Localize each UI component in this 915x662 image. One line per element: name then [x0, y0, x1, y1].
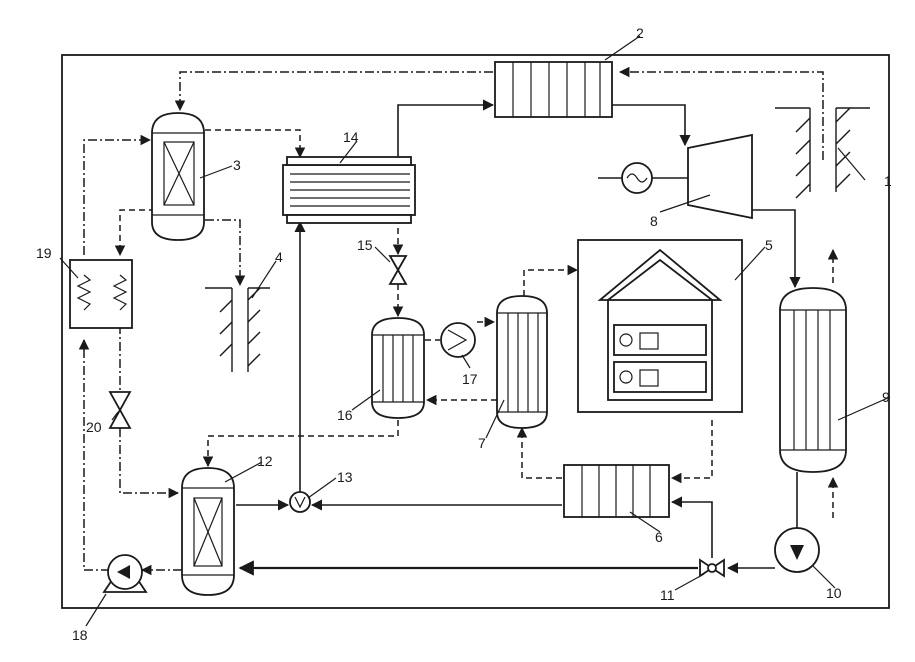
flow-valve20-to-reactor12 — [120, 428, 178, 493]
coil-heat-exchanger-19 — [70, 260, 132, 328]
heat-exchanger-2 — [495, 62, 612, 117]
flow-hx7-to-building5 — [524, 270, 577, 296]
vessel-16 — [372, 318, 424, 418]
label-5: 5 — [765, 237, 773, 253]
heat-exchanger-6 — [564, 465, 669, 517]
flow-turbine8-to-vessel9 — [752, 210, 795, 287]
flow-valve11-to-hx6 — [672, 502, 712, 558]
label-13: 13 — [337, 469, 353, 485]
label-14: 14 — [343, 129, 359, 145]
flow-hx6-to-hx7 — [522, 428, 562, 478]
generator-icon — [622, 163, 652, 193]
reactor-3 — [152, 113, 204, 240]
label-18: 18 — [72, 627, 88, 643]
turbine-8 — [688, 135, 752, 218]
flow-reactor3-to-hx14 — [205, 130, 300, 157]
flow-hx19-to-reactor3 — [84, 140, 150, 255]
flow-hx2-to-turbine8 — [612, 105, 685, 145]
flow-reactor3-to-well4 — [205, 220, 240, 285]
label-7: 7 — [478, 435, 486, 451]
label-17: 17 — [462, 371, 478, 387]
valve-20 — [110, 392, 130, 428]
label-8: 8 — [650, 213, 658, 229]
label-15: 15 — [357, 237, 373, 253]
label-19: 19 — [36, 245, 52, 261]
flow-hx14-to-hx2 — [398, 105, 493, 160]
vessel-9 — [780, 288, 846, 472]
label-20: 20 — [86, 419, 102, 435]
label-4: 4 — [275, 249, 283, 265]
label-1: 1 — [884, 173, 892, 189]
vessel-7 — [497, 296, 547, 428]
flow-hx16-to-reactor12 — [208, 420, 398, 466]
label-9: 9 — [882, 389, 890, 405]
label-3: 3 — [233, 157, 241, 173]
flow-pump18-to-hx19 — [84, 340, 110, 570]
label-12: 12 — [257, 453, 273, 469]
reactor-12 — [182, 468, 234, 595]
pump-18 — [104, 555, 146, 592]
flow-building5-to-hx6 — [672, 420, 712, 478]
pump-17 — [441, 323, 475, 357]
label-10: 10 — [826, 585, 842, 601]
well-4 — [205, 288, 270, 372]
label-11: 11 — [660, 587, 675, 603]
label-2: 2 — [636, 25, 644, 41]
building-5 — [578, 240, 742, 412]
plate-heat-exchanger-14 — [283, 157, 415, 223]
label-16: 16 — [337, 407, 353, 423]
label-6: 6 — [655, 529, 663, 545]
valve-15 — [390, 256, 406, 284]
pump-13 — [290, 492, 310, 512]
